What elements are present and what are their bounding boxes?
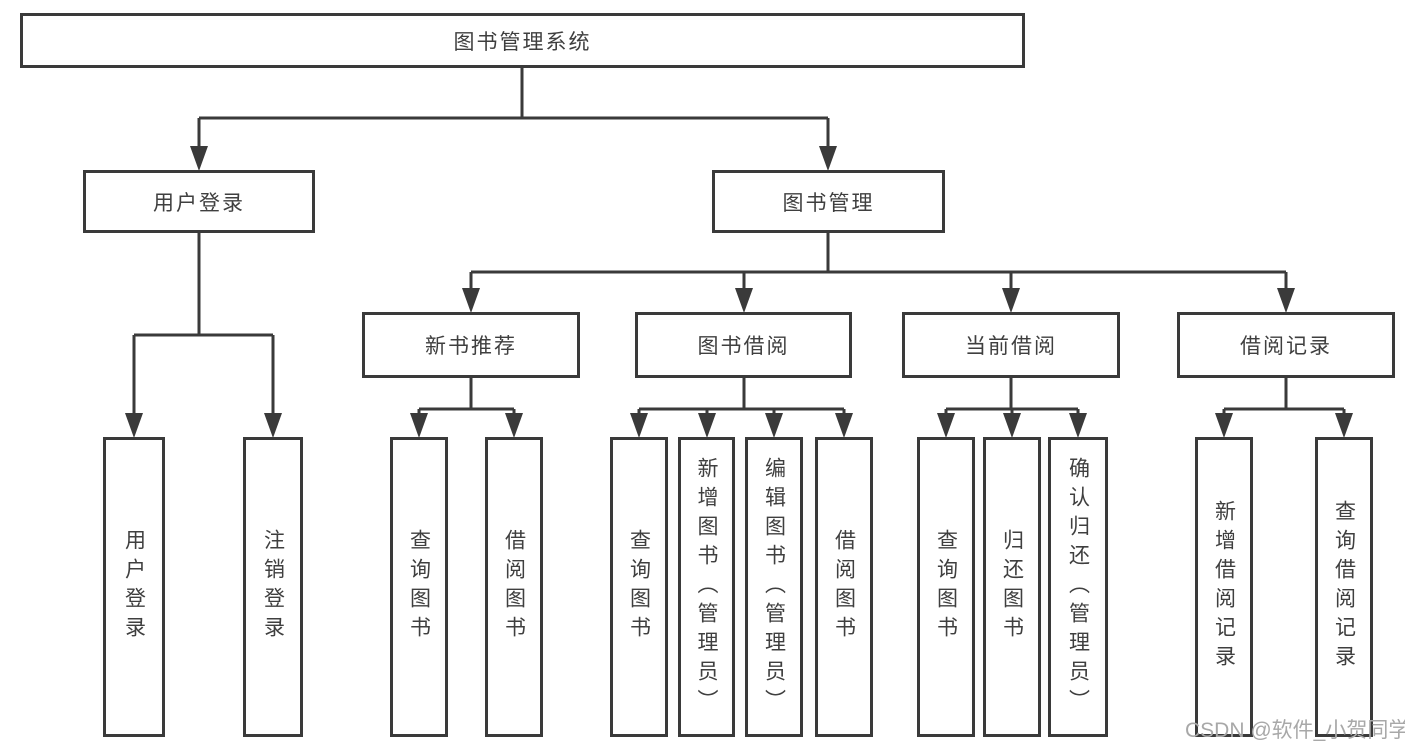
leaf-user-login: 用户登录 — [103, 437, 165, 737]
leaf-label: 查询图书 — [934, 529, 958, 645]
leaf-label: 注销登录 — [261, 529, 285, 645]
leaf-query-borrow-record: 查询借阅记录 — [1315, 437, 1373, 737]
tree-edges — [132, 68, 1346, 417]
leaf-label: 查询图书 — [407, 529, 431, 645]
leaf-query-books-1: 查询图书 — [390, 437, 448, 737]
arrow-down-icons — [125, 146, 1353, 438]
leaf-borrow-books-2: 借阅图书 — [815, 437, 873, 737]
leaf-label: 编辑图书（管理员） — [762, 456, 786, 718]
leaf-return-books: 归还图书 — [983, 437, 1041, 737]
leaf-label: 用户登录 — [122, 529, 146, 645]
node-new-book-recommendation: 新书推荐 — [362, 312, 580, 378]
leaf-borrow-books-1: 借阅图书 — [485, 437, 543, 737]
leaf-label: 新增借阅记录 — [1212, 500, 1236, 674]
node-book-management-branch: 图书管理 — [712, 170, 945, 233]
leaf-add-borrow-record: 新增借阅记录 — [1195, 437, 1253, 737]
node-root-system: 图书管理系统 — [20, 13, 1025, 68]
leaf-logout: 注销登录 — [243, 437, 303, 737]
leaf-query-books-3: 查询图书 — [917, 437, 975, 737]
node-user-login-branch: 用户登录 — [83, 170, 315, 233]
node-book-borrowing: 图书借阅 — [635, 312, 852, 378]
leaf-edit-books-admin: 编辑图书（管理员） — [745, 437, 803, 737]
csdn-watermark: CSDN @软件_小贺同学 — [1185, 719, 1405, 742]
leaf-confirm-return-admin: 确认归还（管理员） — [1048, 437, 1108, 737]
leaf-label: 归还图书 — [1000, 529, 1024, 645]
leaf-label: 查询借阅记录 — [1332, 500, 1356, 674]
leaf-label: 查询图书 — [627, 529, 651, 645]
leaf-add-books-admin: 新增图书（管理员） — [678, 437, 735, 737]
leaf-label: 确认归还（管理员） — [1066, 456, 1090, 718]
leaf-label: 借阅图书 — [502, 529, 526, 645]
node-borrowing-records: 借阅记录 — [1177, 312, 1395, 378]
leaf-query-books-2: 查询图书 — [610, 437, 668, 737]
leaf-label: 新增图书（管理员） — [695, 456, 718, 718]
node-current-borrowing: 当前借阅 — [902, 312, 1120, 378]
leaf-label: 借阅图书 — [832, 529, 856, 645]
